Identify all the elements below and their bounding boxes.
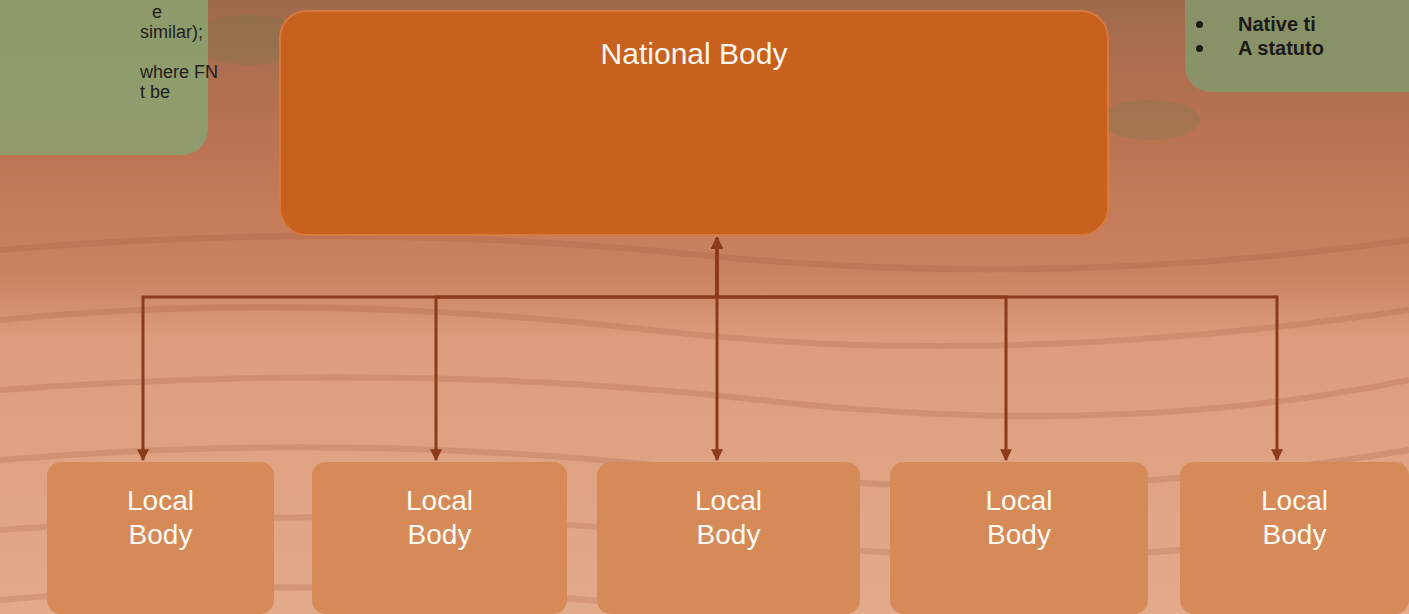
box-label: National Body xyxy=(281,37,1107,71)
note-panel: esimilar); where FNt be xyxy=(0,0,208,155)
local-box: Local Body xyxy=(47,462,274,614)
note-panel: Native tiA statuto xyxy=(1185,0,1409,92)
connector-arrow xyxy=(717,238,1277,460)
box-label: Local Body xyxy=(969,484,1069,552)
box-label: Local Body xyxy=(1245,484,1345,552)
note-text: t be xyxy=(140,82,204,102)
local-box: Local Body xyxy=(1180,462,1409,614)
local-box: Local Body xyxy=(890,462,1148,614)
connector-arrow xyxy=(436,238,717,460)
local-box: Local Body xyxy=(597,462,860,614)
note-text: e xyxy=(152,2,204,22)
note-text: similar); xyxy=(140,22,204,42)
box-label: Local Body xyxy=(390,484,490,552)
connector-arrow xyxy=(717,238,1006,460)
note-text: Native ti xyxy=(1238,12,1405,36)
bullet-dot xyxy=(1196,21,1203,28)
national-box: National Body xyxy=(279,10,1109,236)
connector-arrow xyxy=(716,238,719,460)
local-box: Local Body xyxy=(312,462,567,614)
connector-arrow xyxy=(143,238,717,460)
box-label: Local Body xyxy=(679,484,779,552)
box-label: Local Body xyxy=(111,484,211,552)
note-text: where FN xyxy=(140,62,204,82)
note-text: A statuto xyxy=(1238,36,1405,60)
bullet-dot xyxy=(1196,45,1203,52)
